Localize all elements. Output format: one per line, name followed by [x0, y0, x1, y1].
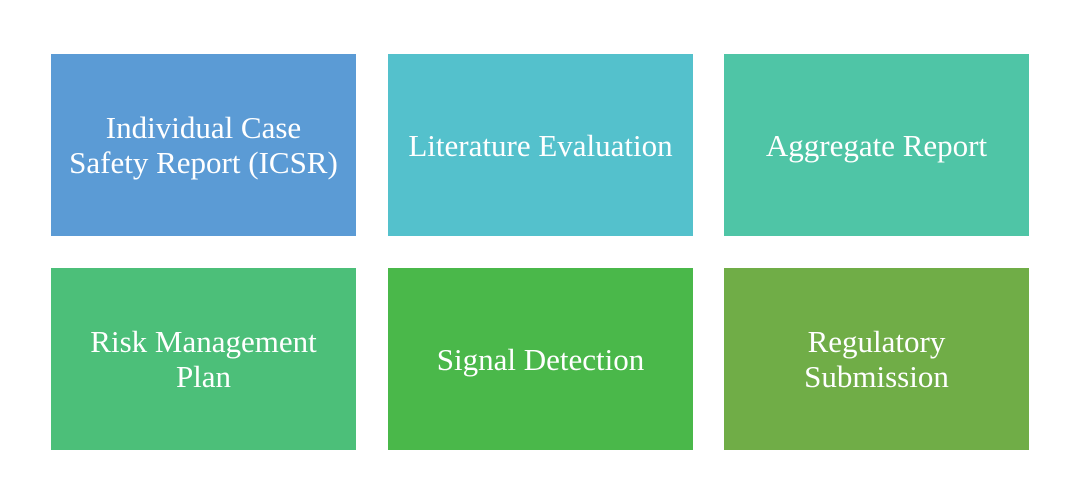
tile-label: Literature Evaluation [408, 127, 673, 163]
tile-label: Regulatory Submission [804, 324, 949, 394]
tile-aggregate-report: Aggregate Report [724, 54, 1029, 236]
tile-label: Signal Detection [436, 341, 645, 377]
tile-label: Aggregate Report [765, 127, 988, 163]
tile-literature-evaluation: Literature Evaluation [388, 54, 693, 236]
tile-signal-detection: Signal Detection [388, 268, 693, 450]
tile-label: Risk Management Plan [90, 324, 317, 394]
tile-risk-management-plan: Risk Management Plan [51, 268, 356, 450]
tile-label: Individual Case Safety Report (ICSR) [69, 110, 338, 180]
tile-regulatory-submission: Regulatory Submission [724, 268, 1029, 450]
tile-icsr: Individual Case Safety Report (ICSR) [51, 54, 356, 236]
